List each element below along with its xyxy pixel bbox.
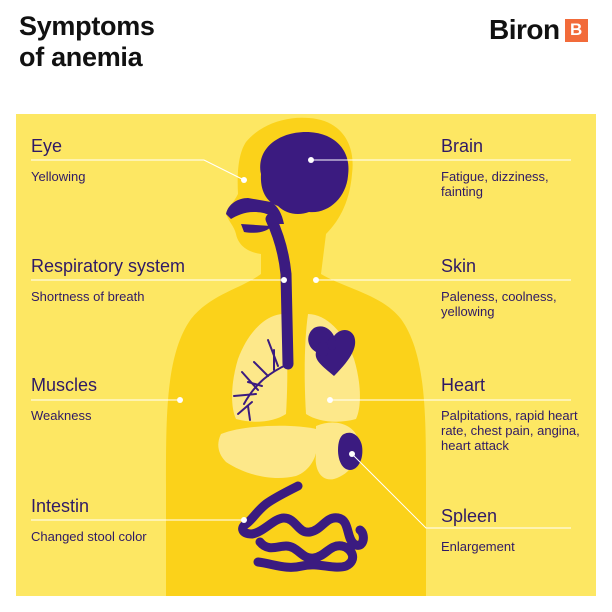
symptom-intestin-name: Intestin — [31, 496, 90, 516]
brain-organ — [260, 132, 349, 214]
dot-muscles — [177, 397, 183, 403]
title-line-1: Symptoms — [19, 11, 155, 41]
callout-spleen — [351, 453, 571, 529]
dot-brain — [308, 157, 314, 163]
trachea — [265, 213, 294, 370]
symptom-muscles: Muscles Weakness — [31, 374, 231, 423]
spleen-organ — [338, 432, 363, 470]
title-line-2: of anemia — [19, 42, 143, 72]
brand-logo: Biron B — [489, 14, 588, 46]
symptom-skin-desc: Paleness, coolness, yellowing — [441, 289, 557, 319]
dot-intestin — [241, 517, 247, 523]
symptom-spleen-name: Spleen — [441, 506, 498, 526]
callout-dots — [177, 157, 355, 523]
anemia-diagram-panel: Eye Yellowing Respiratory system Shortne… — [16, 114, 596, 596]
body-silhouette — [166, 117, 426, 596]
symptom-heart-name: Heart — [441, 375, 486, 395]
symptom-heart: Heart Palpitations, rapid heart rate, ch… — [441, 374, 591, 453]
bronchial-tree — [233, 339, 289, 421]
page-title: Symptoms of anemia — [19, 11, 155, 73]
dot-skin — [313, 277, 319, 283]
symptom-heart-desc: Palpitations, rapid heart rate, chest pa… — [441, 408, 580, 453]
symptom-brain-name: Brain — [441, 136, 484, 156]
symptom-muscles-name: Muscles — [31, 375, 98, 395]
callout-eye — [31, 159, 245, 181]
symptom-intestin: Intestin Changed stool color — [31, 495, 231, 544]
heart-organ — [308, 326, 356, 376]
dot-spleen — [349, 451, 355, 457]
dot-heart — [327, 397, 333, 403]
symptom-skin-name: Skin — [441, 256, 477, 276]
symptom-brain-desc: Fatigue, dizziness, fainting — [441, 169, 549, 199]
symptom-spleen: Spleen Enlargement — [441, 505, 591, 554]
intestines — [238, 481, 368, 572]
human-body-diagram — [31, 117, 571, 596]
brand-wordmark: Biron — [489, 14, 560, 45]
symptom-eye-name: Eye — [31, 136, 63, 156]
symptom-respiratory-desc: Shortness of breath — [31, 289, 145, 304]
symptom-intestin-desc: Changed stool color — [31, 529, 147, 544]
symptom-spleen-desc: Enlargement — [441, 539, 515, 554]
symptom-eye: Eye Yellowing — [31, 135, 231, 184]
symptom-respiratory: Respiratory system Shortness of breath — [31, 255, 231, 304]
dot-eye — [241, 177, 247, 183]
dot-respiratory — [281, 277, 287, 283]
airway-mouth — [241, 224, 271, 233]
symptom-respiratory-name: Respiratory system — [31, 256, 186, 276]
symptom-brain: Brain Fatigue, dizziness, fainting — [441, 135, 591, 199]
symptom-eye-desc: Yellowing — [31, 169, 86, 184]
callout-lines — [31, 159, 571, 529]
airway-upper — [226, 198, 284, 224]
symptom-muscles-desc: Weakness — [31, 408, 92, 423]
brand-badge-icon: B — [564, 18, 588, 42]
symptom-skin: Skin Paleness, coolness, yellowing — [441, 255, 591, 319]
